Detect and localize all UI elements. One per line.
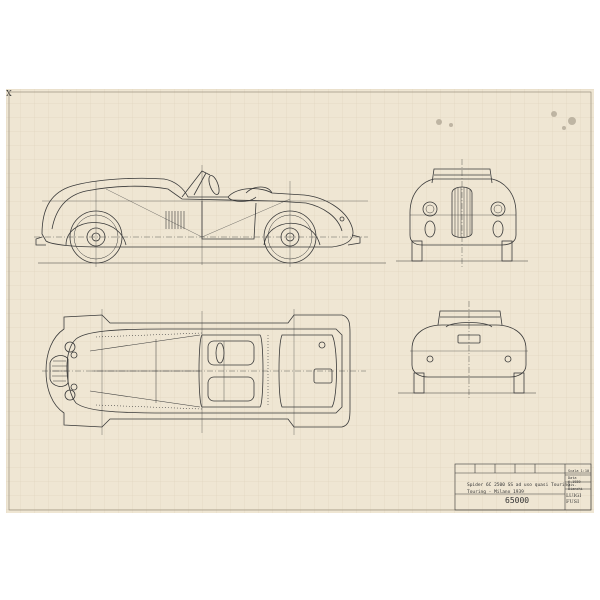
rear-view — [398, 301, 536, 399]
side-view — [34, 165, 386, 267]
title-block-frame — [454, 463, 592, 511]
front-view — [396, 159, 528, 267]
scale-label: Scala 1:10 — [568, 469, 590, 473]
sheet-border — [8, 91, 592, 511]
drawn-by-label: Dis. Bianchi — [568, 483, 583, 491]
blueprint-drawing — [6, 89, 594, 513]
title-block-description: Spider 6C 2500 SS ad uso quasi Touring — [467, 483, 570, 488]
title-block-origin: Touring - Milano 1939 — [467, 490, 524, 495]
title-block: Spider 6C 2500 SS ad uso quasi Touring T… — [455, 464, 591, 510]
graph-grid — [6, 89, 594, 513]
signature-stamp: LUIGI FUSI — [566, 493, 582, 505]
paper-stains — [436, 111, 576, 130]
blueprint-sheet: X — [6, 89, 594, 513]
date-label: Data 6.1939 — [568, 476, 581, 484]
drawing-number: 65000 — [505, 496, 530, 505]
plan-view — [42, 309, 366, 435]
